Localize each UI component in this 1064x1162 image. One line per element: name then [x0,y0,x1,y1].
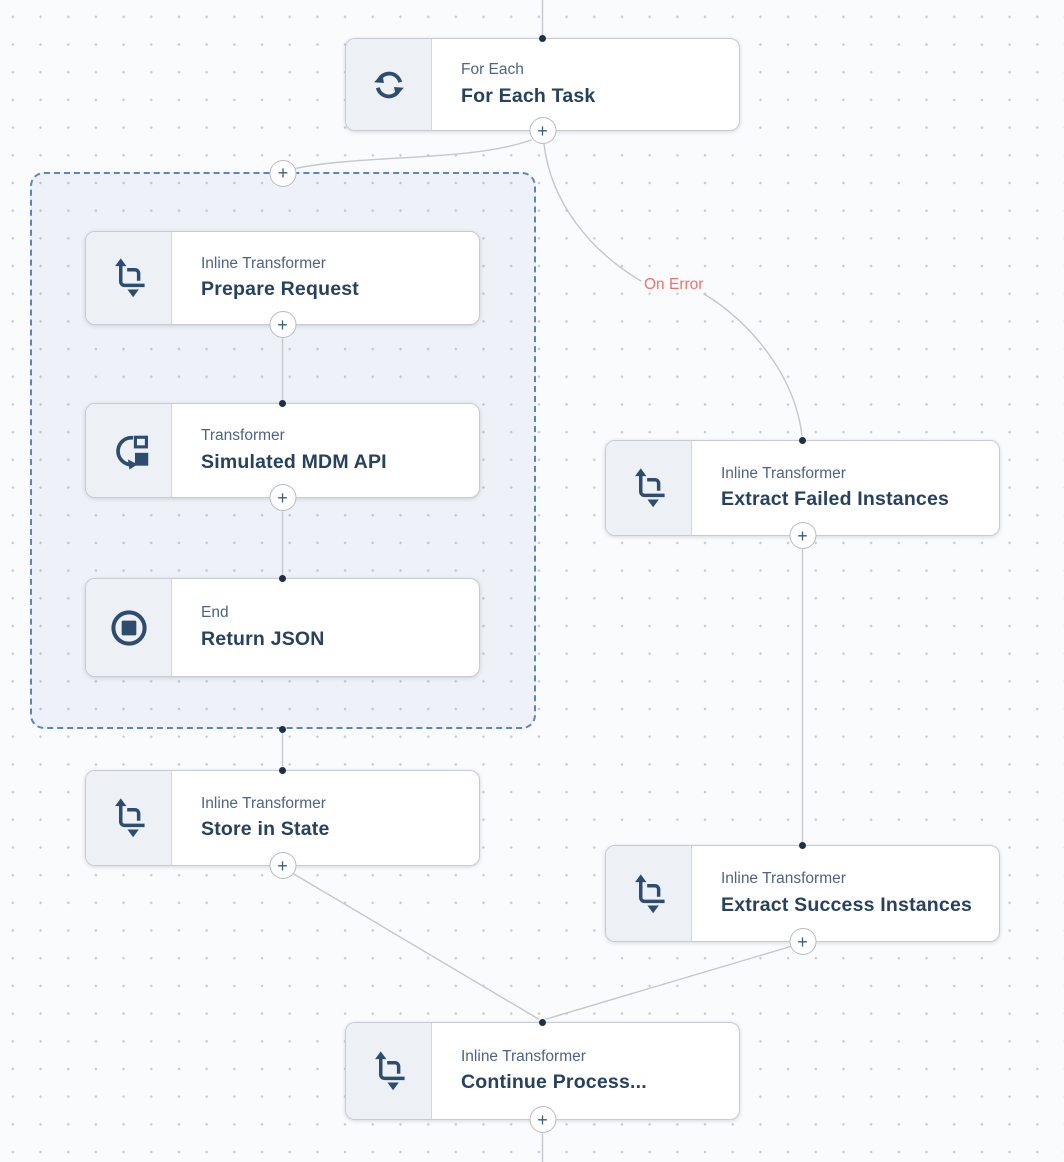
transformer-icon [86,404,172,497]
connection-dot [279,399,286,407]
add-step-button[interactable]: + [269,311,296,338]
node-prepare-request[interactable]: Inline Transformer Prepare Request + [85,231,480,338]
connection-dot [799,841,806,849]
edge-on-error-lower [703,293,803,437]
inline-transformer-icon [606,846,692,941]
edge-foreach-to-loop-group [294,139,532,170]
node-title: Continue Process... [461,1071,647,1094]
node-return-json[interactable]: End Return JSON [85,578,480,677]
node-extract-success-instances[interactable]: Inline Transformer Extract Success Insta… [605,845,1000,955]
add-step-button[interactable]: + [529,117,556,144]
add-step-button[interactable]: + [269,484,296,511]
node-type-label: End [201,604,229,621]
inline-transformer-icon [606,441,692,535]
node-title: For Each Task [461,84,596,107]
inline-transformer-icon [346,1023,432,1119]
node-continue-process[interactable]: Inline Transformer Continue Process... + [345,1022,740,1133]
node-extract-failed-instances[interactable]: Inline Transformer Extract Failed Instan… [605,440,1000,549]
add-step-button[interactable]: + [529,1106,556,1133]
add-step-button[interactable]: + [269,852,296,879]
node-type-label: Inline Transformer [721,464,846,482]
connection-dot [279,725,286,733]
node-title: Extract Success Instances [721,893,973,916]
node-simulated-mdm-api[interactable]: Transformer Simulated MDM API + [85,403,480,511]
loop-icon [346,39,432,130]
node-type-label: Transformer [201,427,285,444]
edge-on-error-upper [543,143,642,282]
add-step-button[interactable]: + [789,928,816,955]
node-type-label: Inline Transformer [721,870,846,887]
end-icon [86,579,172,676]
add-step-button[interactable]: + [269,159,297,187]
inline-transformer-icon [86,771,172,865]
node-title: Store in State [201,818,330,841]
node-type-label: Inline Transformer [461,1047,586,1065]
node-type-label: For Each [461,61,524,78]
node-for-each-task[interactable]: For Each For Each Task + [345,38,740,144]
connection-dot [279,574,286,582]
node-title: Return JSON [201,627,325,650]
node-title: Prepare Request [201,278,359,301]
node-type-label: Inline Transformer [201,794,326,812]
node-title: Extract Failed Instances [721,488,950,511]
node-title: Simulated MDM API [201,450,387,473]
connection-dot [539,34,546,42]
node-store-in-state[interactable]: Inline Transformer Store in State + [85,770,480,879]
connection-dot [279,766,286,774]
edge-label-on-error: On Error [644,276,704,293]
connection-dot [799,436,806,444]
inline-transformer-icon [86,232,172,324]
edge-success-to-continue [545,945,792,1020]
node-type-label: Inline Transformer [201,254,326,272]
add-step-button[interactable]: + [789,522,816,549]
edge-store-to-continue [292,872,540,1020]
connection-dot [539,1018,546,1026]
